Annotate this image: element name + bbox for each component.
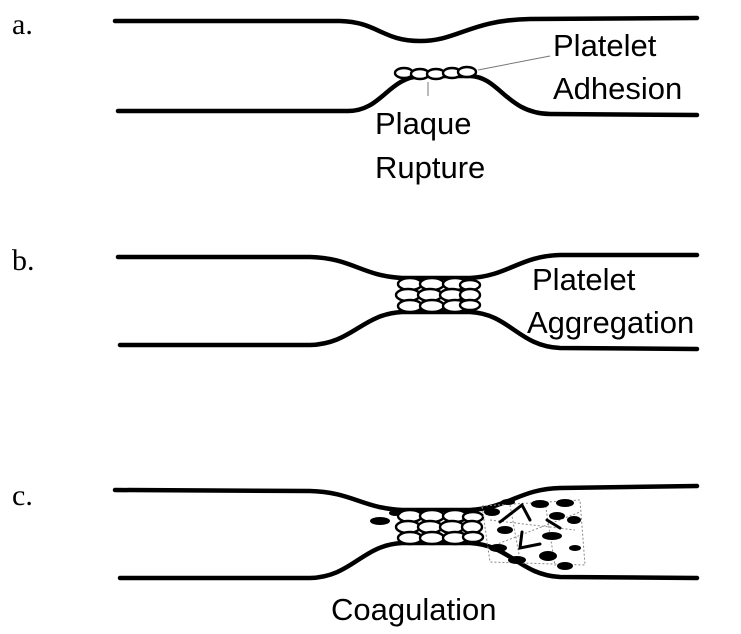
red-cell (542, 532, 562, 540)
red-cell (556, 499, 574, 507)
red-cell (370, 517, 390, 525)
red-cell (497, 526, 513, 534)
red-cell (567, 516, 581, 524)
fibrin-mesh (490, 502, 580, 566)
red-cell (508, 556, 526, 564)
label-line: Plaque (375, 106, 472, 141)
label-line: Platelet (532, 262, 636, 297)
platelet (460, 300, 480, 310)
red-cell (484, 508, 500, 516)
platelet (398, 532, 422, 544)
label-line: Adhesion (553, 71, 682, 106)
panel-a-letter: a. (12, 8, 33, 41)
label-line: Rupture (375, 150, 485, 185)
red-cell (501, 499, 515, 505)
platelet (463, 532, 483, 542)
label-line: Platelet (553, 28, 657, 63)
red-cell (389, 510, 401, 516)
panel-a: a. Platelet Adhesion Plaque Rupture (12, 8, 697, 185)
panel-c-upper-wall (115, 486, 697, 510)
platelet (458, 67, 476, 77)
label-line: Aggregation (527, 305, 694, 340)
platelet (398, 300, 422, 312)
plaque-rupture-label: Plaque Rupture (375, 106, 485, 185)
platelet (420, 300, 444, 312)
panel-a-adherent-platelets (395, 67, 476, 79)
panel-c-lower-wall (120, 543, 697, 578)
red-cell (531, 500, 549, 508)
fibrin-strand (520, 532, 540, 548)
panel-c-platelet-plug (396, 510, 483, 544)
panel-b-platelet-aggregate (396, 278, 480, 312)
fibrin-strand (500, 505, 530, 522)
panel-b-letter: b. (12, 244, 35, 277)
adhesion-leader-line (478, 56, 550, 70)
red-cell (569, 545, 581, 551)
platelet-adhesion-label: Platelet Adhesion (553, 28, 682, 106)
coagulation-label: Coagulation (331, 592, 496, 627)
red-cell (549, 512, 565, 520)
platelet (420, 532, 444, 544)
red-cell (489, 544, 507, 552)
panel-c-letter: c. (12, 479, 33, 512)
platelet-aggregation-label: Platelet Aggregation (527, 262, 694, 340)
panel-c: c. (12, 479, 697, 627)
red-cell (539, 551, 557, 561)
panel-b: b. Platelet Aggregation (12, 244, 697, 349)
red-cell (557, 562, 573, 570)
label-line: Coagulation (331, 592, 496, 627)
